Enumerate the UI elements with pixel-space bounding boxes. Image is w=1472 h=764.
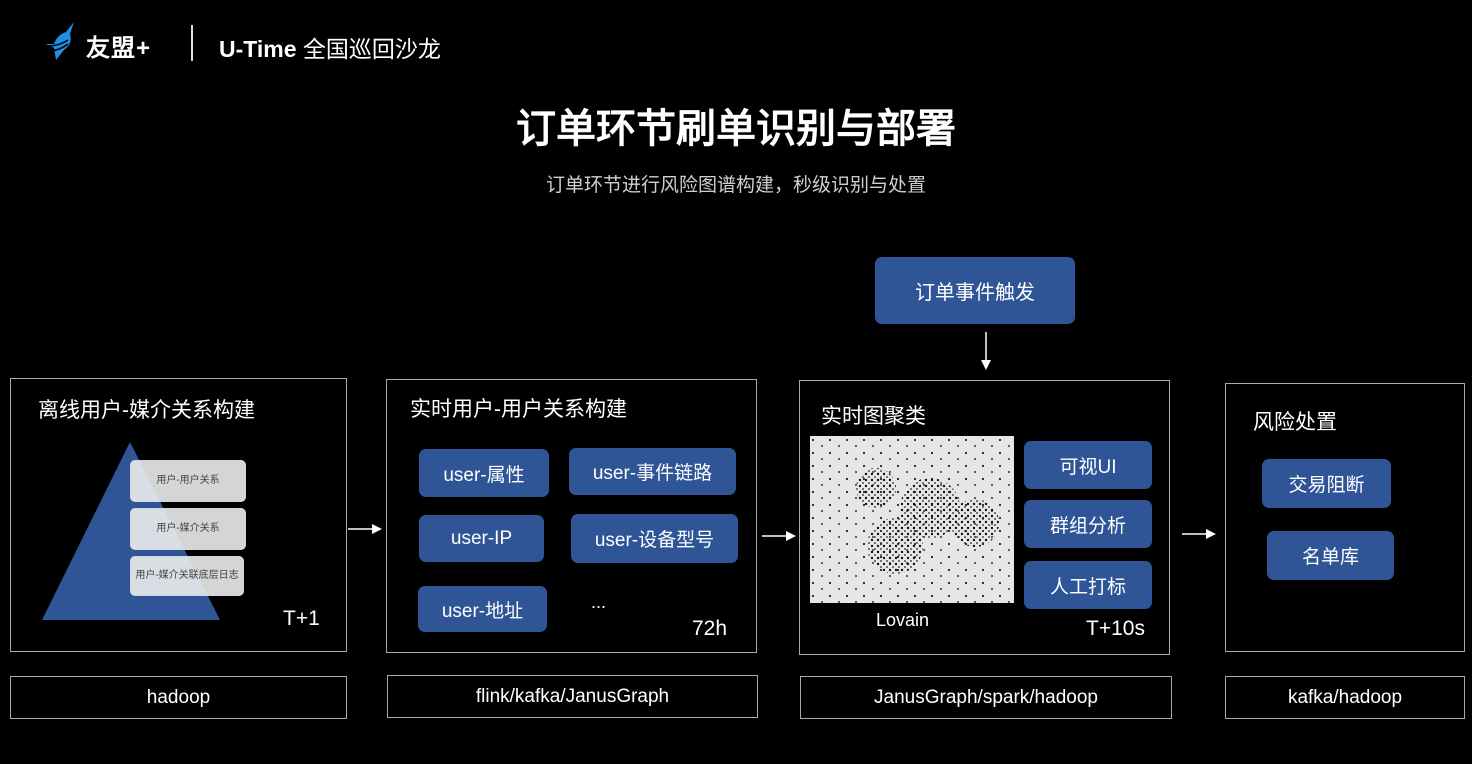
relation-item: user-设备型号	[571, 514, 738, 563]
order-event-trigger: 订单事件触发	[875, 257, 1075, 324]
panel-title: 实时用户-用户关系构建	[410, 398, 627, 421]
pyramid-layer: 用户-媒介关系	[130, 508, 246, 550]
pyramid-layer: 用户-媒介关联底层日志	[130, 556, 244, 596]
tech-stack-label: JanusGraph/spark/hadoop	[800, 676, 1172, 719]
ellipsis: ...	[591, 592, 607, 612]
tech-stack-label: kafka/hadoop	[1225, 676, 1465, 719]
relation-item: user-事件链路	[569, 448, 736, 495]
arrow-right-icon	[348, 524, 382, 534]
brand-name: 友盟+	[86, 35, 152, 62]
cluster-scatter-image	[810, 436, 1014, 603]
latency-tag: 72h	[692, 617, 728, 640]
cluster-action: 可视UI	[1024, 441, 1152, 489]
tech-stack-label: flink/kafka/JanusGraph	[387, 675, 758, 718]
arrow-down-icon	[981, 332, 991, 370]
cluster-action: 人工打标	[1024, 561, 1152, 609]
pyramid-layer: 用户-用户关系	[130, 460, 246, 502]
risk-action: 交易阻断	[1262, 459, 1391, 508]
header-divider	[191, 25, 193, 61]
panel-graph-clustering	[799, 380, 1170, 655]
relation-item: user-属性	[419, 449, 549, 497]
image-caption: Lovain	[876, 610, 930, 630]
arrow-right-icon	[762, 531, 796, 541]
relation-item: user-地址	[418, 586, 547, 632]
panel-risk-handling	[1225, 383, 1465, 652]
page-subtitle: 订单环节进行风险图谱构建，秒级识别与处置	[545, 175, 926, 196]
relation-item: user-IP	[419, 515, 544, 562]
tech-stack-label: hadoop	[10, 676, 347, 719]
latency-tag: T+1	[283, 607, 320, 630]
cluster-scatter-plot	[810, 436, 1014, 603]
cluster-action: 群组分析	[1024, 500, 1152, 548]
latency-tag: T+10s	[1086, 617, 1145, 640]
panel-realtime-relations	[386, 379, 757, 653]
bird-logo-icon	[46, 22, 74, 60]
risk-action: 名单库	[1267, 531, 1394, 580]
panel-title: 实时图聚类	[821, 405, 926, 428]
event-name-rest: 全国巡回沙龙	[296, 36, 441, 62]
page-title: 订单环节刷单识别与部署	[516, 107, 956, 151]
panel-title: 风险处置	[1253, 411, 1337, 434]
arrow-right-icon	[1182, 529, 1216, 539]
event-name-bold: U-Time	[219, 36, 297, 62]
event-name: U-Time 全国巡回沙龙	[219, 30, 441, 64]
panel-offline-relations	[10, 378, 347, 652]
panel-title: 离线用户-媒介关系构建	[38, 399, 255, 422]
